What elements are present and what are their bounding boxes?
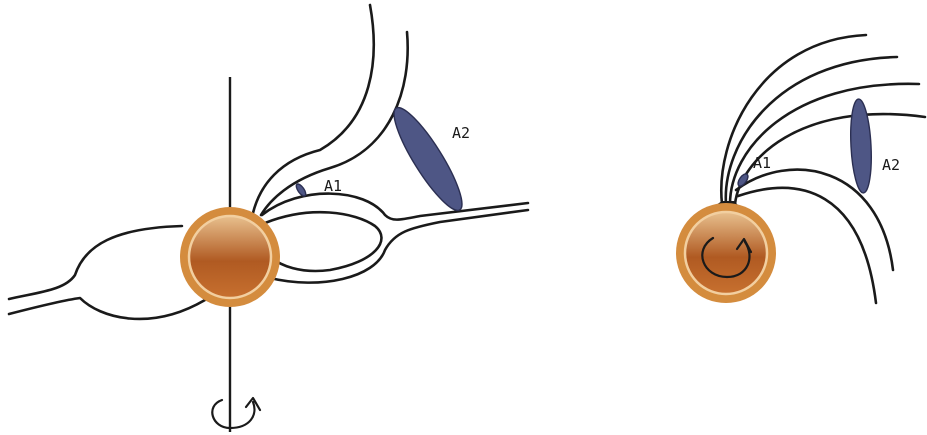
- patch-a2-right: [849, 99, 874, 194]
- patch-a1-right: [736, 172, 750, 187]
- left-figure: A1 A2: [9, 5, 528, 432]
- patch-a1-left: [295, 183, 308, 198]
- label-a2-left: A2: [452, 124, 470, 142]
- left-rope-upper-strand: [9, 226, 182, 299]
- left-rope-lower-strand: [9, 298, 205, 319]
- label-a1-left: A1: [324, 177, 342, 195]
- upper-strand-outer: [253, 5, 374, 213]
- right-loop-inner: [265, 212, 381, 271]
- label-a2-right: A2: [882, 156, 900, 174]
- fan-strand-3: [730, 84, 919, 204]
- label-a1-right: A1: [753, 154, 771, 172]
- patch-a2-left: [384, 101, 471, 218]
- rotation-arrow-icon: [212, 398, 260, 428]
- right-figure: A1 A2: [676, 35, 925, 303]
- ball-left: [180, 207, 280, 307]
- fan-strand-2: [726, 57, 897, 204]
- ball-right: [676, 203, 776, 303]
